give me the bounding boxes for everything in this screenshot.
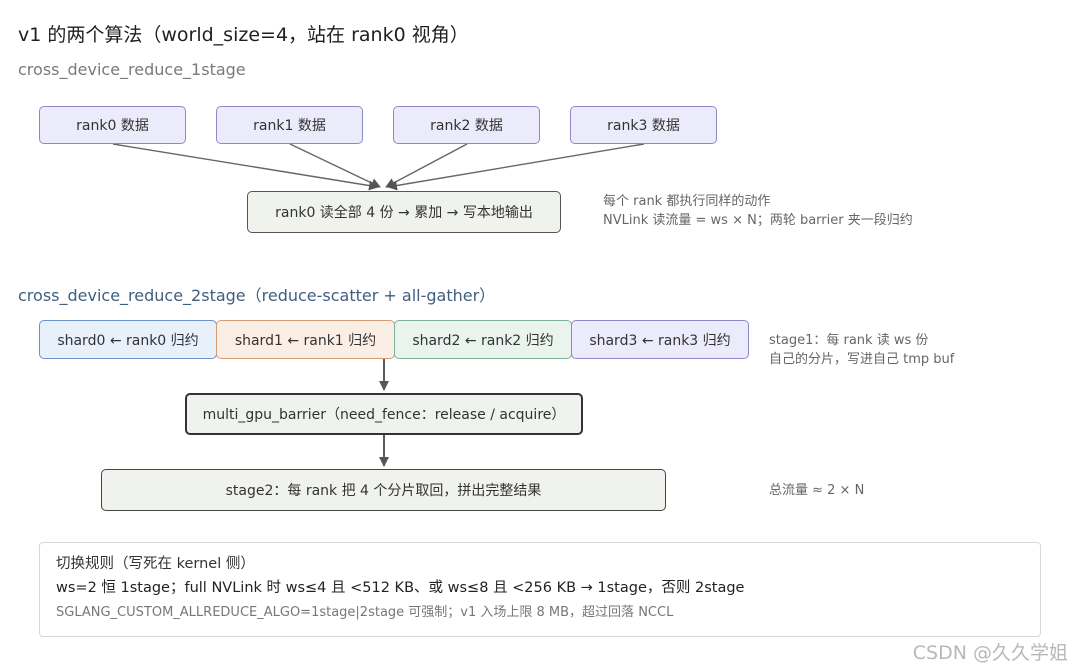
node-rank0-data: rank0 数据 <box>39 106 186 144</box>
node-shard0: shard0 ← rank0 归约 <box>39 320 217 359</box>
rules-heading: 切换规则（写死在 kernel 侧） <box>56 556 255 572</box>
node-rank2-data: rank2 数据 <box>393 106 540 144</box>
section-label-1stage: cross_device_reduce_1stage <box>18 60 246 79</box>
rules-line1: ws=2 恒 1stage；full NVLink 时 ws≤4 且 <512 … <box>56 580 745 596</box>
note-1stage-line2: NVLink 读流量 = ws × N；两轮 barrier 夹一段归约 <box>603 213 913 228</box>
edge-rank1-to-main <box>289 143 381 188</box>
note-1stage: 每个 rank 都执行同样的动作 NVLink 读流量 = ws × N；两轮 … <box>603 192 913 230</box>
node-rank3-data: rank3 数据 <box>570 106 717 144</box>
note-total-traffic: 总流量 ≈ 2 × N <box>769 483 865 498</box>
section-label-2stage: cross_device_reduce_2stage（reduce-scatte… <box>18 286 496 305</box>
note-stage1: stage1：每 rank 读 ws 份 自己的分片，写进自己 tmp buf <box>769 331 954 369</box>
note-stage1-line2: 自己的分片，写进自己 tmp buf <box>769 352 955 367</box>
rules-line2: SGLANG_CUSTOM_ALLREDUCE_ALGO=1stage|2sta… <box>56 605 674 620</box>
node-stage2: stage2：每 rank 把 4 个分片取回，拼出完整结果 <box>101 469 666 511</box>
node-rank0-reduce: rank0 读全部 4 份 → 累加 → 写本地输出 <box>247 191 561 233</box>
switch-rules-box: 切换规则（写死在 kernel 侧） ws=2 恒 1stage；full NV… <box>39 542 1041 637</box>
edge-rank0-to-main <box>112 143 379 191</box>
edge-rank3-to-main <box>387 143 645 191</box>
node-shard2: shard2 ← rank2 归约 <box>394 320 572 359</box>
watermark: CSDN @久久学姐 <box>912 642 1068 664</box>
edge-rank2-to-main <box>385 143 468 188</box>
note-stage1-line1: stage1：每 rank 读 ws 份 <box>769 333 929 348</box>
node-multi-gpu-barrier: multi_gpu_barrier（need_fence：release / a… <box>185 393 583 435</box>
note-1stage-line1: 每个 rank 都执行同样的动作 <box>603 194 771 209</box>
node-rank1-data: rank1 数据 <box>216 106 363 144</box>
page-title: v1 的两个算法（world_size=4，站在 rank0 视角） <box>18 24 469 46</box>
node-shard3: shard3 ← rank3 归约 <box>571 320 749 359</box>
node-shard1: shard1 ← rank1 归约 <box>216 320 395 359</box>
